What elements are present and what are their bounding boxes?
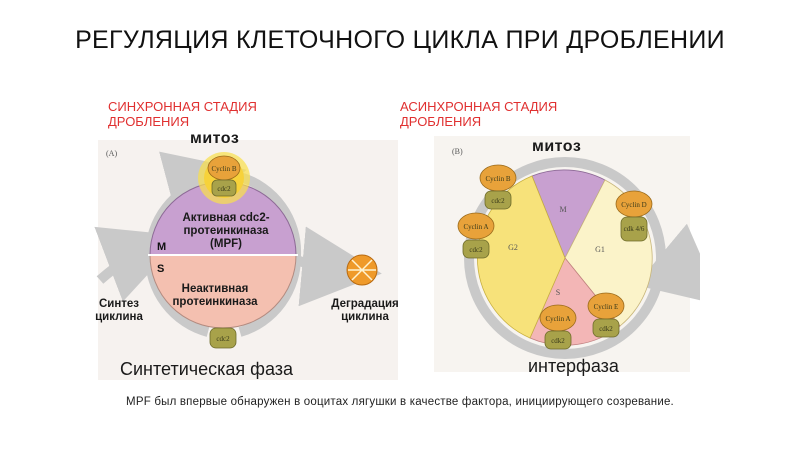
- left-heading-line2: ДРОБЛЕНИЯ: [108, 114, 190, 129]
- svg-text:Cyclin E: Cyclin E: [594, 303, 619, 311]
- synthesis-line1: Синтез: [98, 298, 140, 310]
- degraded-cyclin-icon: [346, 254, 378, 286]
- svg-text:cdc2: cdc2: [469, 246, 483, 254]
- phase-g2-label: G2: [508, 243, 518, 252]
- inactive-line1: Неактивная: [181, 283, 249, 295]
- exit-arrow: [635, 223, 700, 306]
- m-phase-letter: M: [157, 241, 167, 253]
- complex-cyclin-e-cdk2: Cyclin E cdk2: [587, 292, 625, 338]
- page-title: РЕГУЛЯЦИЯ КЛЕТОЧНОГО ЦИКЛА ПРИ ДРОБЛЕНИИ: [75, 26, 725, 54]
- cyclin-degradation-label: Деградация циклина: [322, 298, 408, 324]
- synthetic-phase-label: Синтетическая фаза: [120, 359, 294, 379]
- complex-cyclin-a-cdc2: Cyclin A cdc2: [457, 212, 495, 259]
- cdc2-kinase-bottom: cdc2: [209, 327, 237, 349]
- svg-text:cdc2: cdc2: [491, 197, 505, 205]
- svg-text:Cyclin A: Cyclin A: [463, 223, 488, 231]
- svg-text:cdc2: cdc2: [217, 185, 231, 193]
- svg-text:Cyclin A: Cyclin A: [545, 315, 570, 323]
- synchronous-cycle-diagram: (A) Cyclin B cdc2 cdc2: [94, 140, 398, 380]
- interphase-label: интерфаза: [528, 356, 619, 376]
- degradation-line2: циклина: [341, 311, 389, 323]
- cyclin-synthesis-arrow: [94, 226, 184, 302]
- active-line3: (MPF): [210, 238, 242, 250]
- inactive-kinase-label: Неактивная протеинкиназа: [160, 283, 270, 309]
- footnote: MPF был впервые обнаружен в ооцитах лягу…: [126, 396, 674, 408]
- svg-text:Cyclin D: Cyclin D: [621, 201, 646, 209]
- panel-letter-a: (A): [106, 149, 117, 158]
- degradation-line1: Деградация: [331, 298, 399, 310]
- right-heading-line1: АСИНХРОННАЯ СТАДИЯ: [400, 99, 558, 114]
- synthesis-line2: циклина: [95, 311, 143, 323]
- svg-text:Cyclin B: Cyclin B: [211, 165, 236, 173]
- svg-text:cdk2: cdk2: [599, 325, 613, 333]
- svg-text:cdc2: cdc2: [216, 335, 230, 343]
- cyclin-degradation-arrow: [294, 226, 382, 307]
- svg-text:cdk2: cdk2: [551, 337, 565, 345]
- inactive-line2: протеинкиназа: [172, 296, 258, 308]
- phase-m-label: M: [559, 205, 566, 214]
- panel-letter-b: (B): [452, 147, 463, 156]
- active-line2: протеинкиназа: [183, 225, 269, 237]
- left-panel-heading: СИНХРОННАЯ СТАДИЯ ДРОБЛЕНИЯ: [108, 99, 257, 129]
- s-phase-letter: S: [157, 263, 165, 275]
- svg-text:cdk 4/6: cdk 4/6: [624, 225, 645, 233]
- right-mitosis-label: митоз: [532, 138, 582, 155]
- cyclin-b-cdc2-complex-top: Cyclin B cdc2: [207, 155, 241, 197]
- left-mitosis-label: митоз: [190, 130, 240, 147]
- active-line1: Активная cdc2-: [182, 212, 270, 224]
- complex-cyclin-a-cdk2: Cyclin A cdk2: [539, 304, 577, 350]
- phase-s-label: S: [556, 288, 560, 297]
- complex-cyclin-b-cdc2: Cyclin B cdc2: [479, 164, 517, 210]
- complex-cyclin-d-cdk46: Cyclin D cdk 4/6: [615, 190, 653, 242]
- right-heading-line2: ДРОБЛЕНИЯ: [400, 114, 482, 129]
- sector-m: [531, 169, 606, 259]
- right-panel-heading: АСИНХРОННАЯ СТАДИЯ ДРОБЛЕНИЯ: [400, 99, 557, 129]
- svg-text:Cyclin B: Cyclin B: [485, 175, 510, 183]
- left-heading-line1: СИНХРОННАЯ СТАДИЯ: [108, 99, 257, 114]
- cyclin-synthesis-label: Синтез циклина: [88, 298, 150, 324]
- asynchronous-cycle-diagram: (B) M G1 S G2 Cyclin B cdc2 Cyclin A cdc…: [434, 136, 700, 372]
- phase-g1-label: G1: [595, 245, 605, 254]
- active-kinase-label: Активная cdc2- протеинкиназа (MPF): [160, 212, 292, 251]
